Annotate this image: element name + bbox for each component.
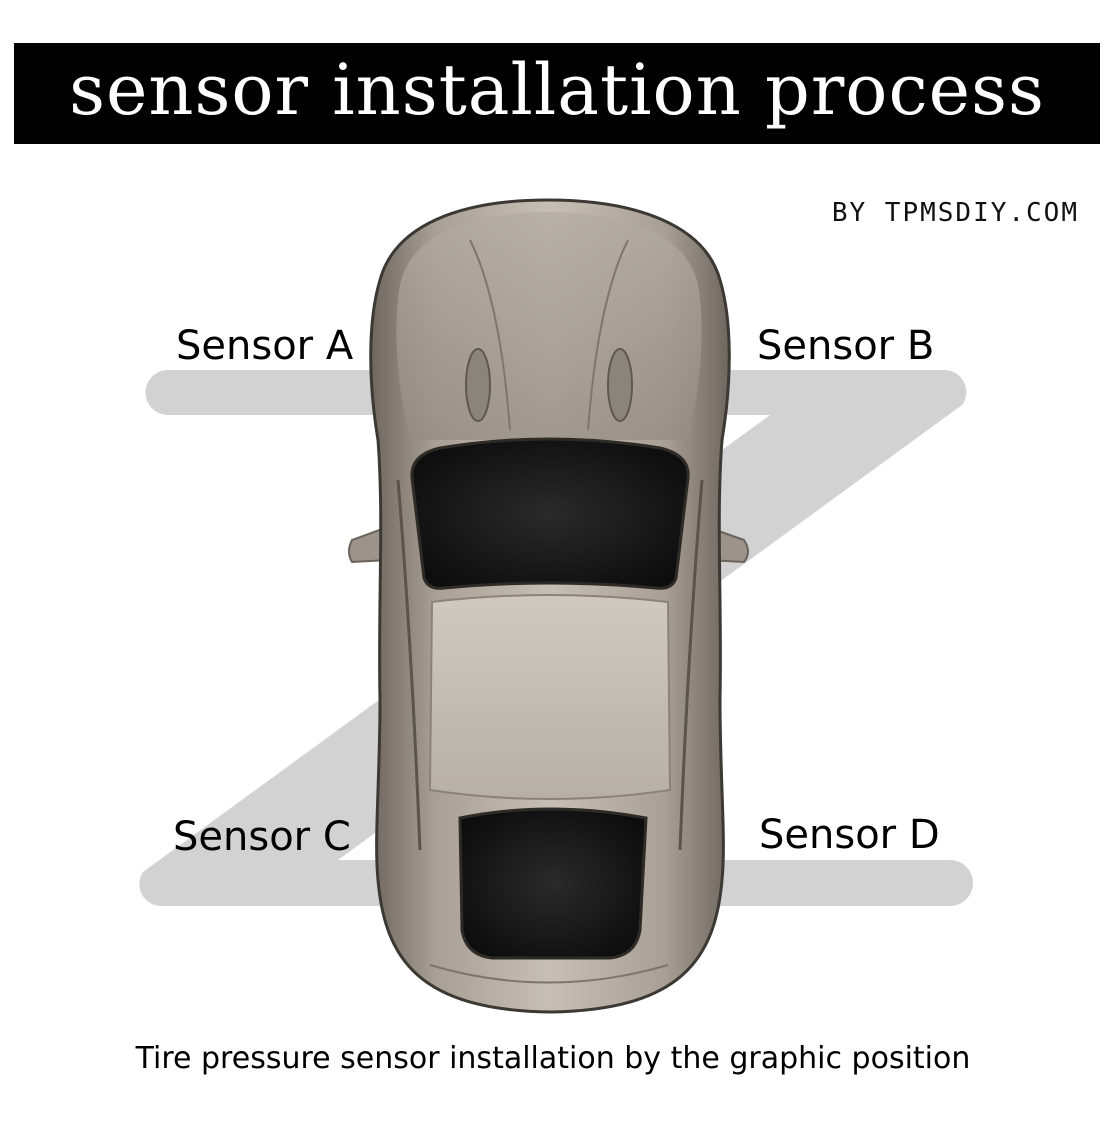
hood-vent-left [465,348,491,422]
hood-vent-right [607,348,633,422]
sensor-d-label: Sensor D [759,812,940,858]
byline: BY TPMSDIY.COM [831,198,1079,228]
windshield [410,437,690,590]
roof [428,594,672,800]
title-bar: sensor installation process [14,43,1100,144]
caption: Tire pressure sensor installation by the… [135,1041,971,1076]
rear-window [458,807,648,960]
sensor-c-label: Sensor C [173,814,351,860]
left-mirror [348,526,390,564]
hood [396,212,702,440]
sensor-b-label: Sensor B [757,323,935,369]
car-top-view-icon [348,198,749,1014]
page-title: sensor installation process [69,48,1045,131]
sensor-a-label: Sensor A [176,323,354,369]
